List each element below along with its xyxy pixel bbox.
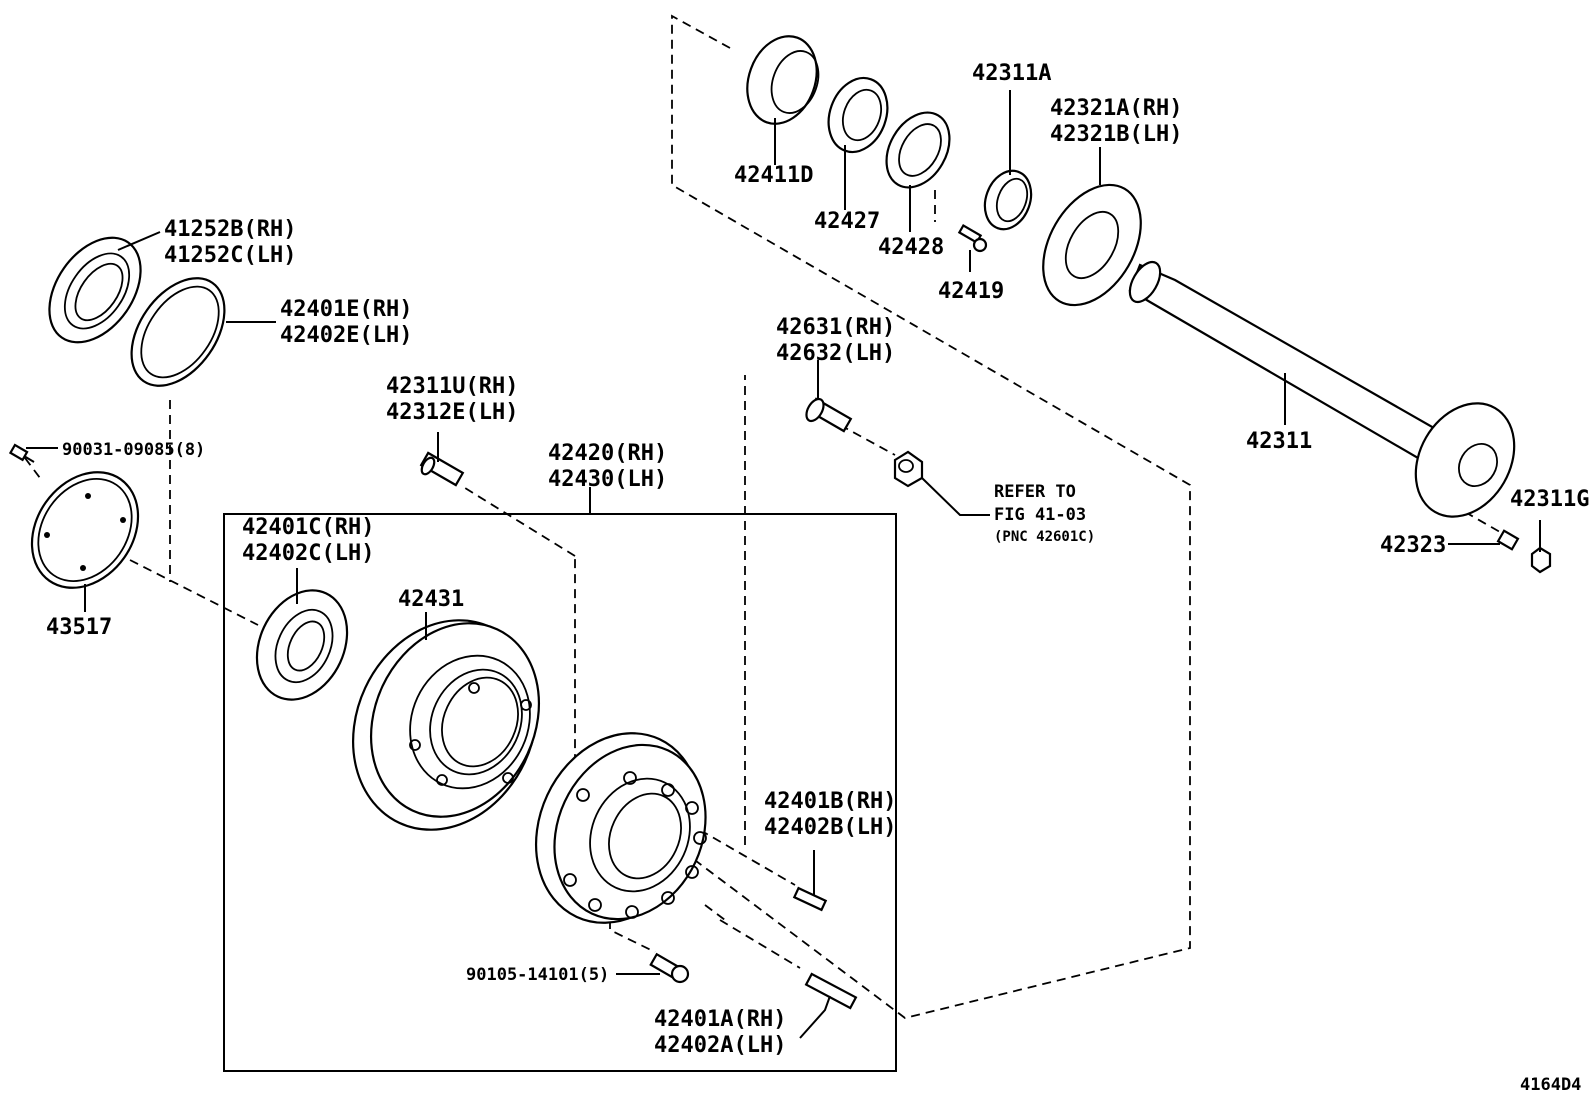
hub-assembly-box bbox=[223, 513, 897, 1072]
callout-42431: 42431 bbox=[398, 587, 464, 612]
hub-dashed-line bbox=[464, 487, 576, 557]
washer-42323 bbox=[1496, 529, 1520, 551]
callout-42311U-line1: 42311U(RH) bbox=[386, 374, 518, 399]
callout-refer: REFER TO FIG 41-03 (PNC 42601C) bbox=[994, 482, 1095, 545]
callout-42401A-line1: 42401A(RH) bbox=[654, 1007, 786, 1032]
brake-drum-42431 bbox=[352, 619, 541, 831]
pin-dashed bbox=[699, 829, 796, 886]
callout-42427: 42427 bbox=[814, 209, 880, 234]
callout-42321-line1: 42321A(RH) bbox=[1050, 96, 1182, 121]
figure-code: 4164D4 bbox=[1520, 1075, 1581, 1095]
lock-washer-42428 bbox=[885, 111, 951, 189]
bearing-42411D bbox=[746, 35, 820, 125]
lock-nut-42427 bbox=[827, 76, 889, 154]
bolt-90105 bbox=[649, 952, 690, 984]
hub-nut bbox=[893, 450, 924, 488]
callout-42401B: 42401B(RH) 42402B(LH) bbox=[764, 789, 896, 840]
callout-42311G: 42311G bbox=[1510, 487, 1589, 512]
callout-42323: 42323 bbox=[1380, 533, 1446, 558]
callout-42321-line2: 42321B(LH) bbox=[1050, 122, 1182, 147]
callout-90031: 90031-09085(8) bbox=[62, 440, 205, 460]
callout-41252-line2: 41252C(LH) bbox=[164, 243, 296, 268]
callout-42420-line2: 42430(LH) bbox=[548, 467, 667, 492]
lower-stud-dashed bbox=[719, 919, 801, 969]
bolt-90031 bbox=[8, 443, 35, 463]
callout-42631-line1: 42631(RH) bbox=[776, 315, 895, 340]
callout-42311U-line2: 42312E(LH) bbox=[386, 400, 518, 425]
oil-seal-41252 bbox=[48, 236, 142, 344]
callout-42311: 42311 bbox=[1246, 429, 1312, 454]
abs-rotor-43517 bbox=[30, 471, 140, 589]
callout-42311A: 42311A bbox=[972, 61, 1051, 86]
callout-refer-line3: (PNC 42601C) bbox=[994, 529, 1095, 545]
callout-42420-line1: 42420(RH) bbox=[548, 441, 667, 466]
callout-41252: 41252B(RH) 41252C(LH) bbox=[164, 217, 296, 268]
spacer-42311A bbox=[983, 169, 1033, 231]
pin-42401B bbox=[792, 886, 828, 912]
stud-dashed-line bbox=[839, 424, 896, 456]
hub-bottom-dashed-2 bbox=[704, 904, 730, 921]
callout-42419: 42419 bbox=[938, 279, 1004, 304]
ring-dashed-line bbox=[129, 559, 259, 626]
shaft-dashed-line bbox=[1464, 511, 1501, 533]
callout-42631-line2: 42632(LH) bbox=[776, 341, 895, 366]
callout-42411D: 42411D bbox=[734, 163, 813, 188]
callout-42401B-line1: 42401B(RH) bbox=[764, 789, 896, 814]
callout-42401A: 42401A(RH) 42402A(LH) bbox=[654, 1007, 786, 1058]
callout-42401E-line2: 42402E(LH) bbox=[280, 323, 412, 348]
callout-42420: 42420(RH) 42430(LH) bbox=[548, 441, 667, 492]
callout-43517: 43517 bbox=[46, 615, 112, 640]
leader-lines bbox=[26, 90, 1541, 1039]
bolt-dashed-line bbox=[24, 457, 41, 479]
axle-shaft-42311 bbox=[1128, 260, 1516, 518]
axle-dashed-outline bbox=[574, 14, 1191, 1019]
callout-42401C-line2: 42402C(LH) bbox=[242, 541, 374, 566]
callout-42401C: 42401C(RH) 42402C(LH) bbox=[242, 515, 374, 566]
callout-42631: 42631(RH) 42632(LH) bbox=[776, 315, 895, 366]
hub-stud-42631 bbox=[805, 397, 853, 433]
callout-90105: 90105-14101(5) bbox=[466, 965, 609, 985]
callout-refer-line1: REFER TO bbox=[994, 482, 1076, 502]
callout-refer-line2: FIG 41-03 bbox=[994, 505, 1086, 525]
axle-hub-42420 bbox=[534, 732, 707, 924]
oil-seal-42401C bbox=[255, 589, 349, 701]
hub-bolt-42311U bbox=[419, 451, 465, 487]
callout-42401C-line1: 42401C(RH) bbox=[242, 515, 374, 540]
callout-42401E-line1: 42401E(RH) bbox=[280, 297, 412, 322]
callout-42401E: 42401E(RH) 42402E(LH) bbox=[280, 297, 412, 348]
callout-42401A-line2: 42402A(LH) bbox=[654, 1033, 786, 1058]
callout-42428: 42428 bbox=[878, 235, 944, 260]
callout-42321: 42321A(RH) 42321B(LH) bbox=[1050, 96, 1182, 147]
screw-42419 bbox=[957, 224, 988, 253]
callout-42311U: 42311U(RH) 42312E(LH) bbox=[386, 374, 518, 425]
bearing-cup-42401E bbox=[130, 277, 226, 387]
callout-41252-line1: 41252B(RH) bbox=[164, 217, 296, 242]
stud-42401A bbox=[804, 972, 858, 1010]
gasket-42321 bbox=[1042, 183, 1142, 307]
callout-42401B-line2: 42402B(LH) bbox=[764, 815, 896, 840]
